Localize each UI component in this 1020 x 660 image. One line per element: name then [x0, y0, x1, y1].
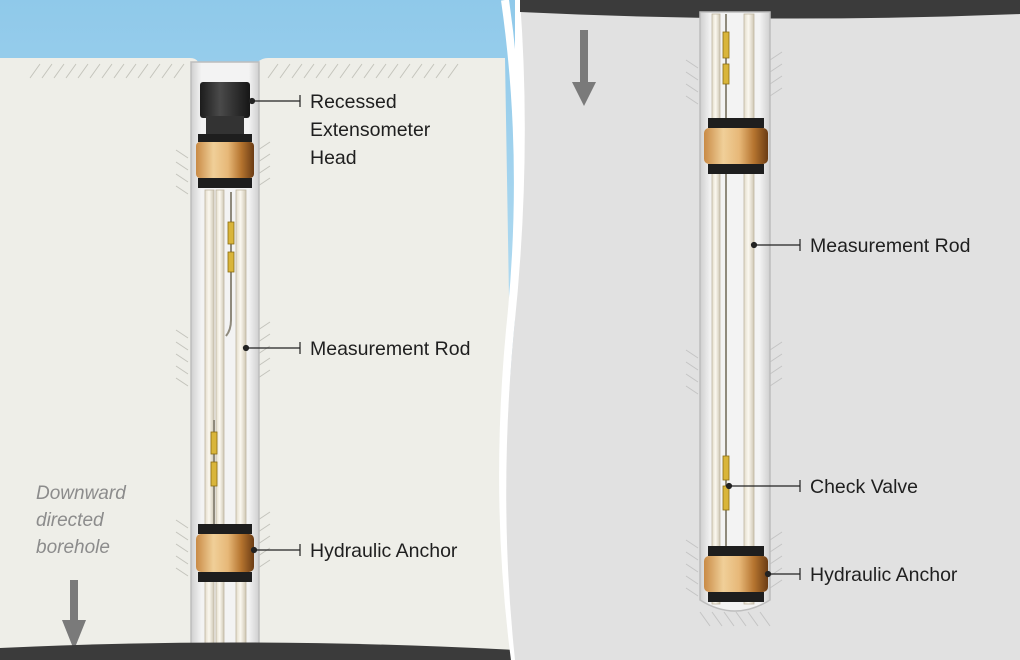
- leader-lines-left: [242, 95, 301, 556]
- label-measurement-rod-right: Measurement Rod: [810, 235, 970, 257]
- downward-arrow-icon-right: [572, 30, 596, 106]
- rod-left-2: [215, 189, 225, 660]
- check-valve-left-upper: [227, 221, 235, 273]
- panel-divider: [499, 0, 522, 660]
- bottom-edge-left: [0, 642, 515, 660]
- note-downward-line2: directed: [36, 510, 105, 531]
- ground-hatch-left: [29, 63, 459, 577]
- check-valve-left-lower: [210, 431, 218, 487]
- label-recessed-head-line3: Head: [310, 147, 357, 169]
- label-measurement-rod-left: Measurement Rod: [310, 338, 470, 360]
- extensometer-head: [196, 82, 254, 188]
- rod-right-1: [711, 13, 721, 605]
- leader-lines-right: [725, 239, 801, 580]
- note-downward-line1: Downward: [36, 483, 127, 504]
- label-hydraulic-anchor-left: Hydraulic Anchor: [310, 540, 458, 562]
- label-recessed-head-line2: Extensometer: [310, 119, 431, 141]
- hydraulic-anchor-left: [196, 524, 254, 582]
- borehole-right: [699, 11, 771, 612]
- label-check-valve: Check Valve: [810, 476, 918, 498]
- measurement-rod-right: [743, 13, 755, 605]
- hydraulic-anchor-right: [704, 546, 768, 602]
- label-hydraulic-anchor-right: Hydraulic Anchor: [810, 564, 958, 586]
- rod-left-1: [204, 189, 215, 660]
- hydraulic-anchor-right-upper: [704, 118, 768, 174]
- note-downward-line3: borehole: [36, 537, 110, 558]
- label-recessed-head-line1: Recessed: [310, 91, 397, 113]
- top-edge-right: [520, 0, 1020, 19]
- hydraulic-line-left: [225, 192, 232, 337]
- left-panel: Recessed Extensometer Head Measurement R…: [0, 0, 515, 660]
- check-valve-right-upper: [722, 31, 730, 85]
- downward-arrow-icon-left: [62, 580, 86, 650]
- measurement-rod-left: [235, 189, 247, 660]
- right-panel: Measurement Rod Check Valve Hydraulic An…: [506, 0, 1020, 660]
- ground-hatch-right: [685, 51, 783, 627]
